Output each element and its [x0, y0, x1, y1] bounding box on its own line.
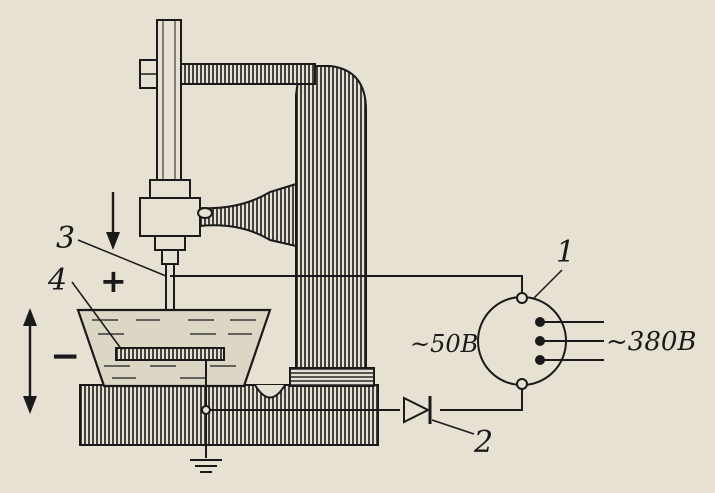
spindle [156, 19, 182, 189]
label-2: 2 [473, 425, 493, 460]
label-4: 4 [47, 263, 67, 298]
label-primary-voltage: ~380В [606, 327, 697, 357]
machine-base [79, 384, 379, 446]
up-down-arrow [23, 308, 37, 414]
machine-column [289, 65, 375, 387]
junction-node [201, 405, 211, 415]
label-secondary-voltage: ~50В [410, 330, 478, 358]
leader-lines [71, 239, 167, 351]
feed-arrow [106, 192, 120, 250]
transformer [477, 269, 604, 390]
label-minus: − [50, 336, 80, 377]
middle-arm [139, 179, 297, 265]
workpiece [115, 347, 225, 361]
label-1: 1 [556, 235, 575, 270]
ground-symbol [190, 459, 222, 473]
label-3: 3 [56, 221, 75, 256]
label-plus: + [100, 262, 127, 300]
diode [403, 396, 475, 435]
circuit-wires [170, 275, 523, 458]
